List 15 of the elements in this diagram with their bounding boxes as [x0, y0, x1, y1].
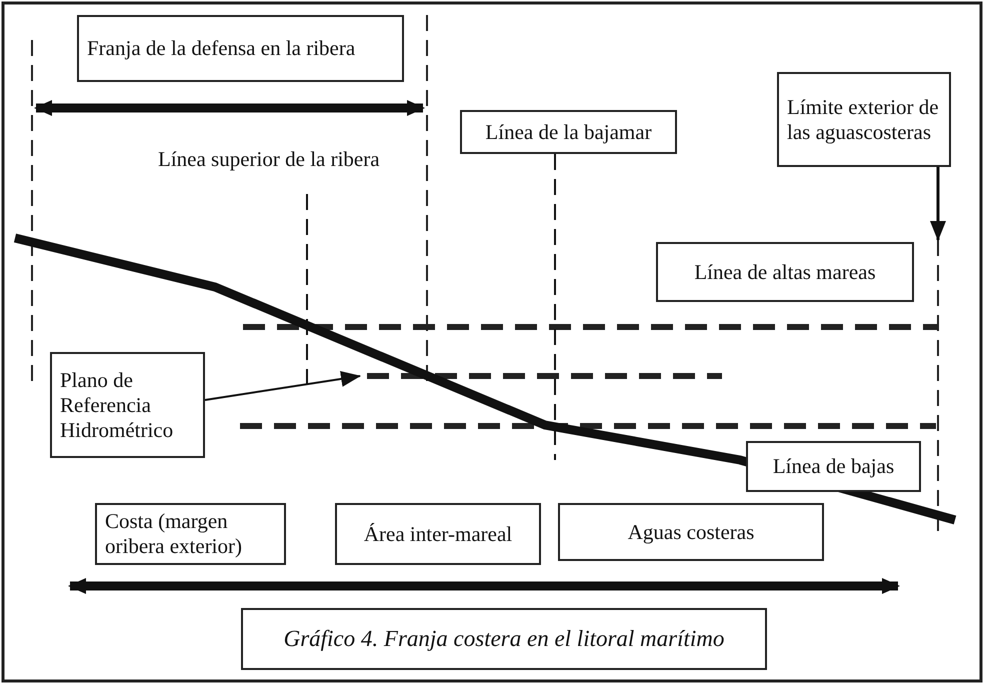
label-box: Línea de altas mareas [656, 242, 914, 302]
leader-line [306, 194, 308, 385]
line-label: Línea superior de la ribera [150, 130, 415, 188]
arrow [930, 167, 946, 241]
label-box: Línea de bajas [746, 441, 921, 492]
label-box: Plano de Referencia Hidrométrico [50, 352, 205, 458]
figure-caption: Gráfico 4. Franja costera en el litoral marítimo [241, 608, 767, 670]
label-box: Área inter-mareal [335, 503, 541, 565]
label-box: Límite exterior de las aguascosteras [777, 72, 951, 167]
label-box: Línea de la bajamar [460, 110, 677, 154]
label-box: Aguas costeras [558, 503, 824, 561]
arrow [204, 371, 361, 401]
leader-line [554, 154, 556, 460]
label-box: Costa (margen oribera exterior) [95, 503, 286, 565]
label-box: Franja de la defensa en la ribera [77, 15, 404, 82]
